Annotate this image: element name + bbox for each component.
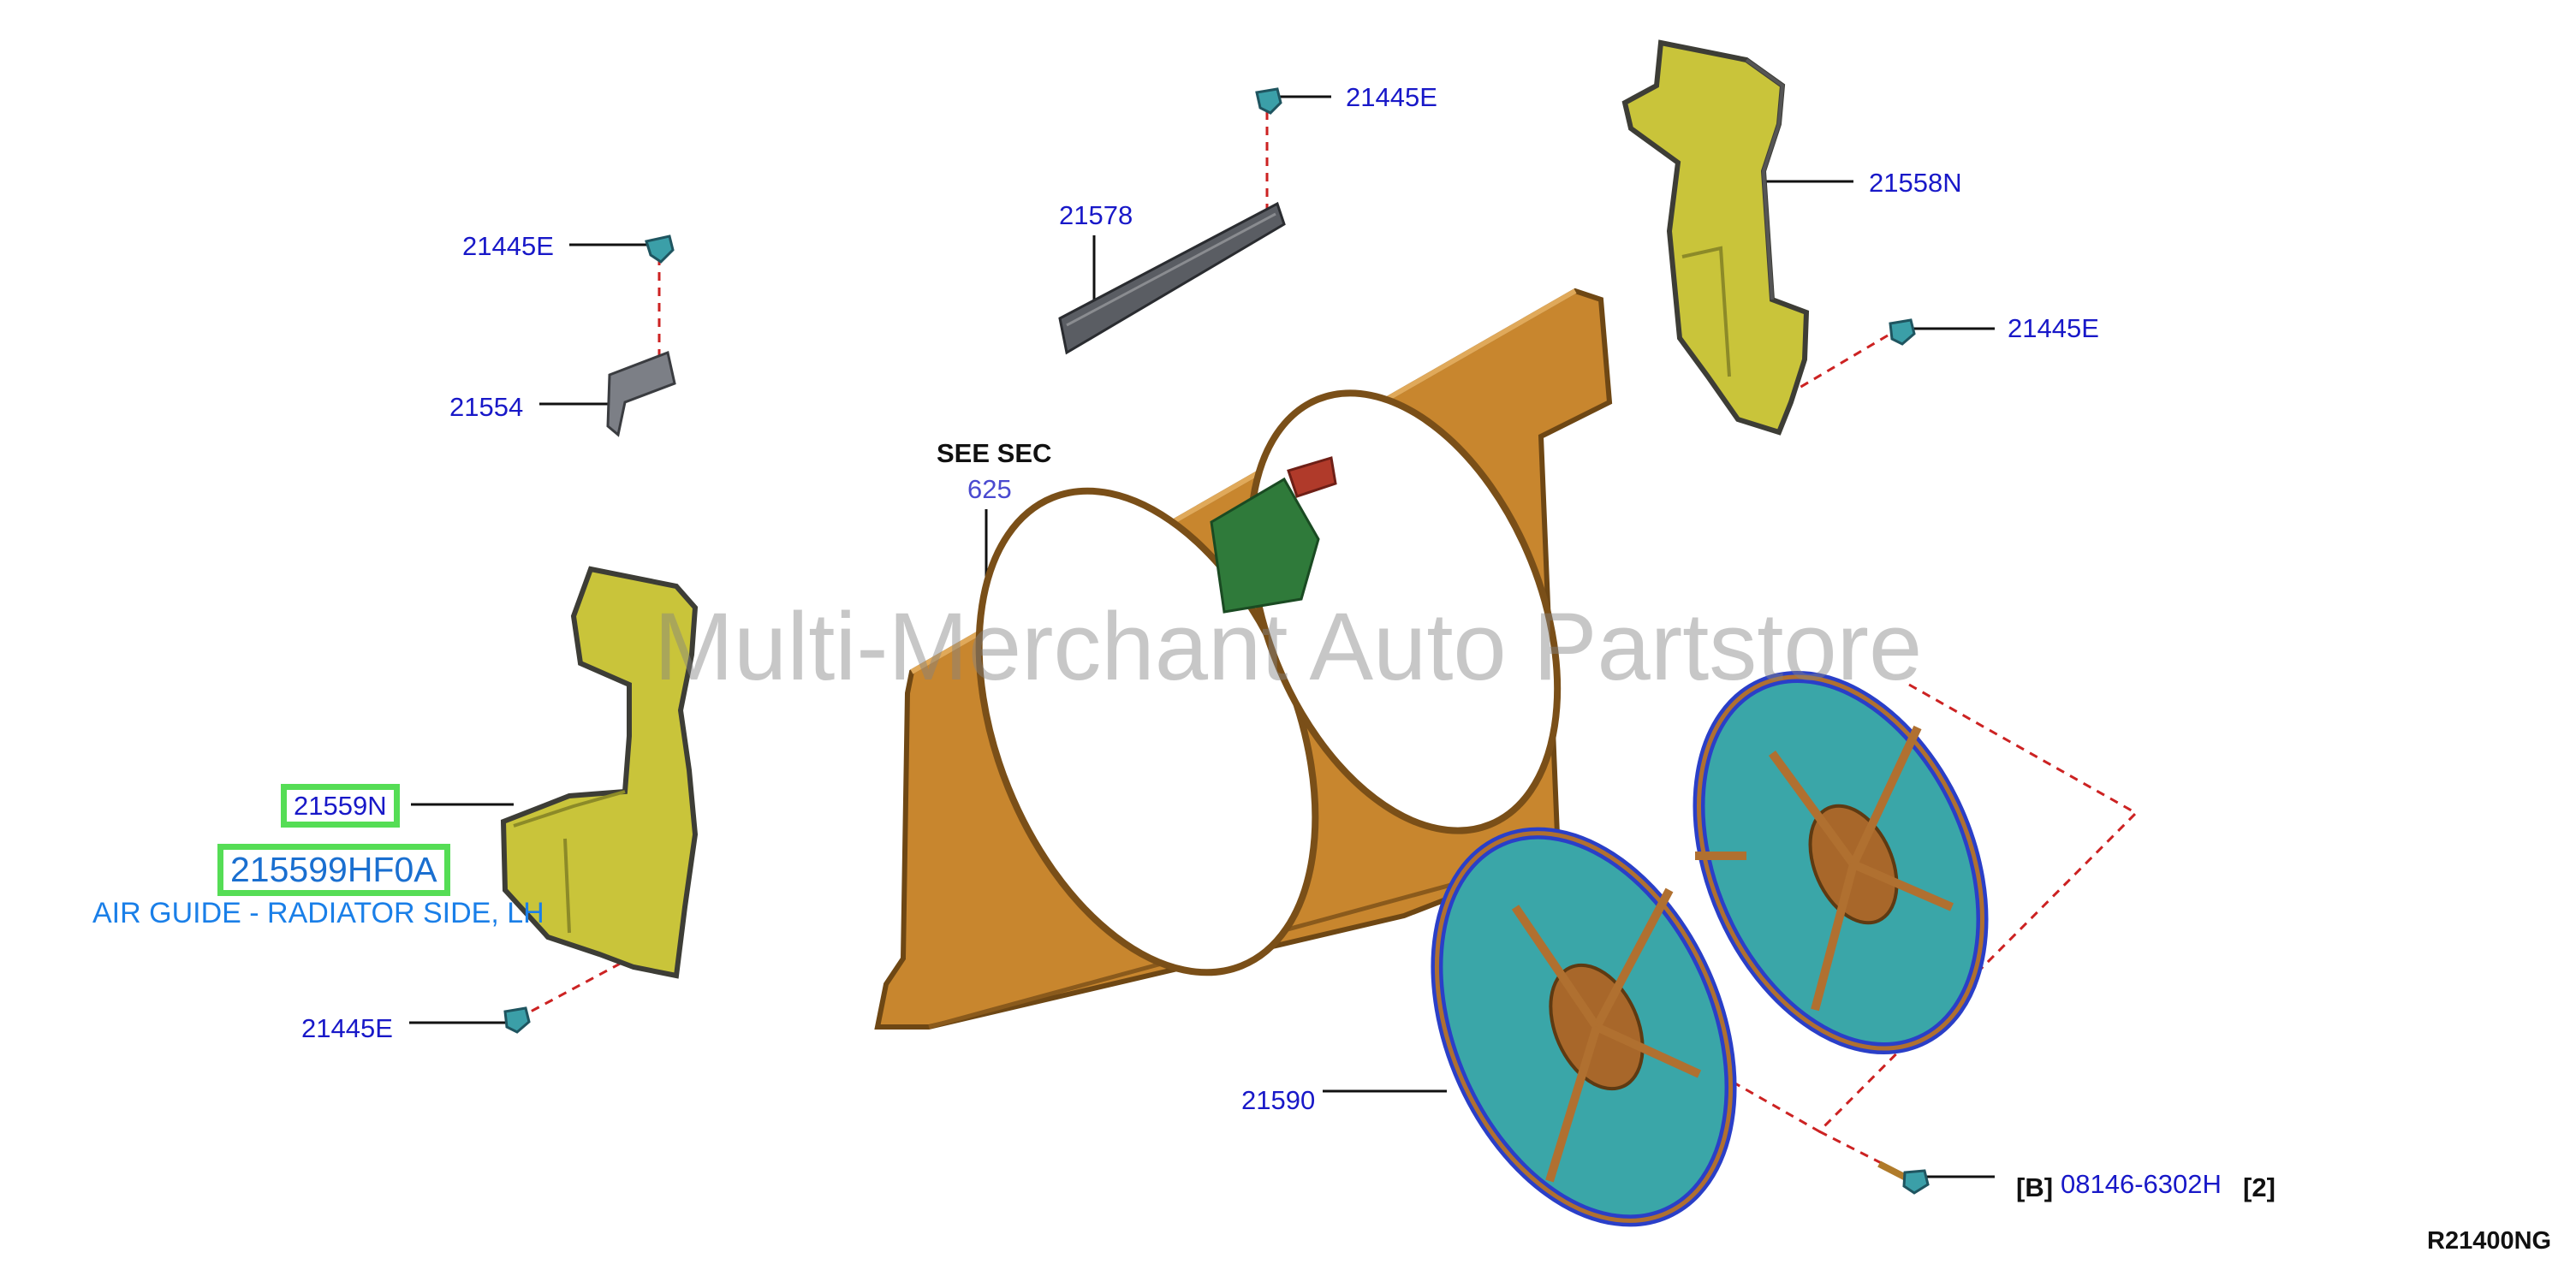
callout-21558n[interactable]: 21558N: [1869, 168, 1962, 198]
bracket-left-art: [606, 350, 676, 437]
callout-21554[interactable]: 21554: [449, 392, 524, 422]
callout-08146-6302h[interactable]: 08146-6302H: [2061, 1169, 2222, 1199]
air-guide-rh-art: [1621, 39, 1810, 436]
bolt-prefix: [B]: [2016, 1172, 2054, 1202]
callout-21559n[interactable]: 21559N: [281, 784, 400, 828]
selected-part-description: AIR GUIDE - RADIATOR SIDE, LH: [92, 897, 544, 929]
bolt-art: [1877, 1160, 1930, 1195]
fan-assy-art: [1431, 670, 1989, 1227]
callout-21578[interactable]: 21578: [1059, 200, 1133, 230]
seal-upper-art: [1058, 201, 1286, 355]
callout-21445e-bottom-left[interactable]: 21445E: [301, 1013, 393, 1043]
clip-right-art: [1889, 318, 1916, 346]
see-section-number[interactable]: 625: [967, 474, 1012, 504]
callout-21590[interactable]: 21590: [1241, 1085, 1316, 1115]
diagram-code: R21400NG: [2427, 1227, 2552, 1255]
selected-part-number[interactable]: 215599HF0A: [217, 844, 450, 896]
callout-21445e-top-center[interactable]: 21445E: [1346, 82, 1437, 112]
clip-top-left-art: [645, 234, 675, 264]
see-section-label: SEE SEC: [937, 438, 1052, 468]
clip-bottom-left-art: [503, 1006, 531, 1034]
callout-21445e-right[interactable]: 21445E: [2008, 313, 2099, 343]
air-guide-lh-art: [500, 566, 699, 979]
bolt-qty: [2]: [2243, 1172, 2276, 1202]
clip-top-center-art: [1255, 87, 1282, 115]
callout-21445e-top-left[interactable]: 21445E: [462, 231, 554, 261]
shroud-art: [874, 288, 1613, 1030]
